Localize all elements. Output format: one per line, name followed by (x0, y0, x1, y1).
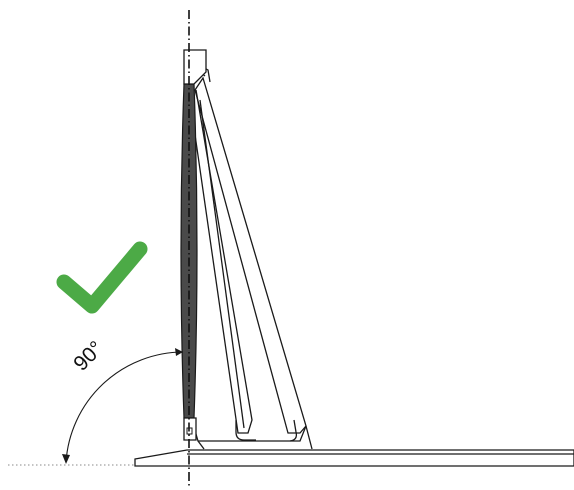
angle-arrow-bottom-icon (62, 454, 70, 464)
angle-arrow-top-icon (175, 348, 183, 356)
stand-base (134, 449, 574, 467)
monitor-panel (180, 49, 207, 441)
angle-arc (65, 351, 184, 463)
angle-label: 90° (69, 337, 108, 376)
checkmark-icon (56, 241, 148, 314)
stand-struts (187, 66, 313, 450)
